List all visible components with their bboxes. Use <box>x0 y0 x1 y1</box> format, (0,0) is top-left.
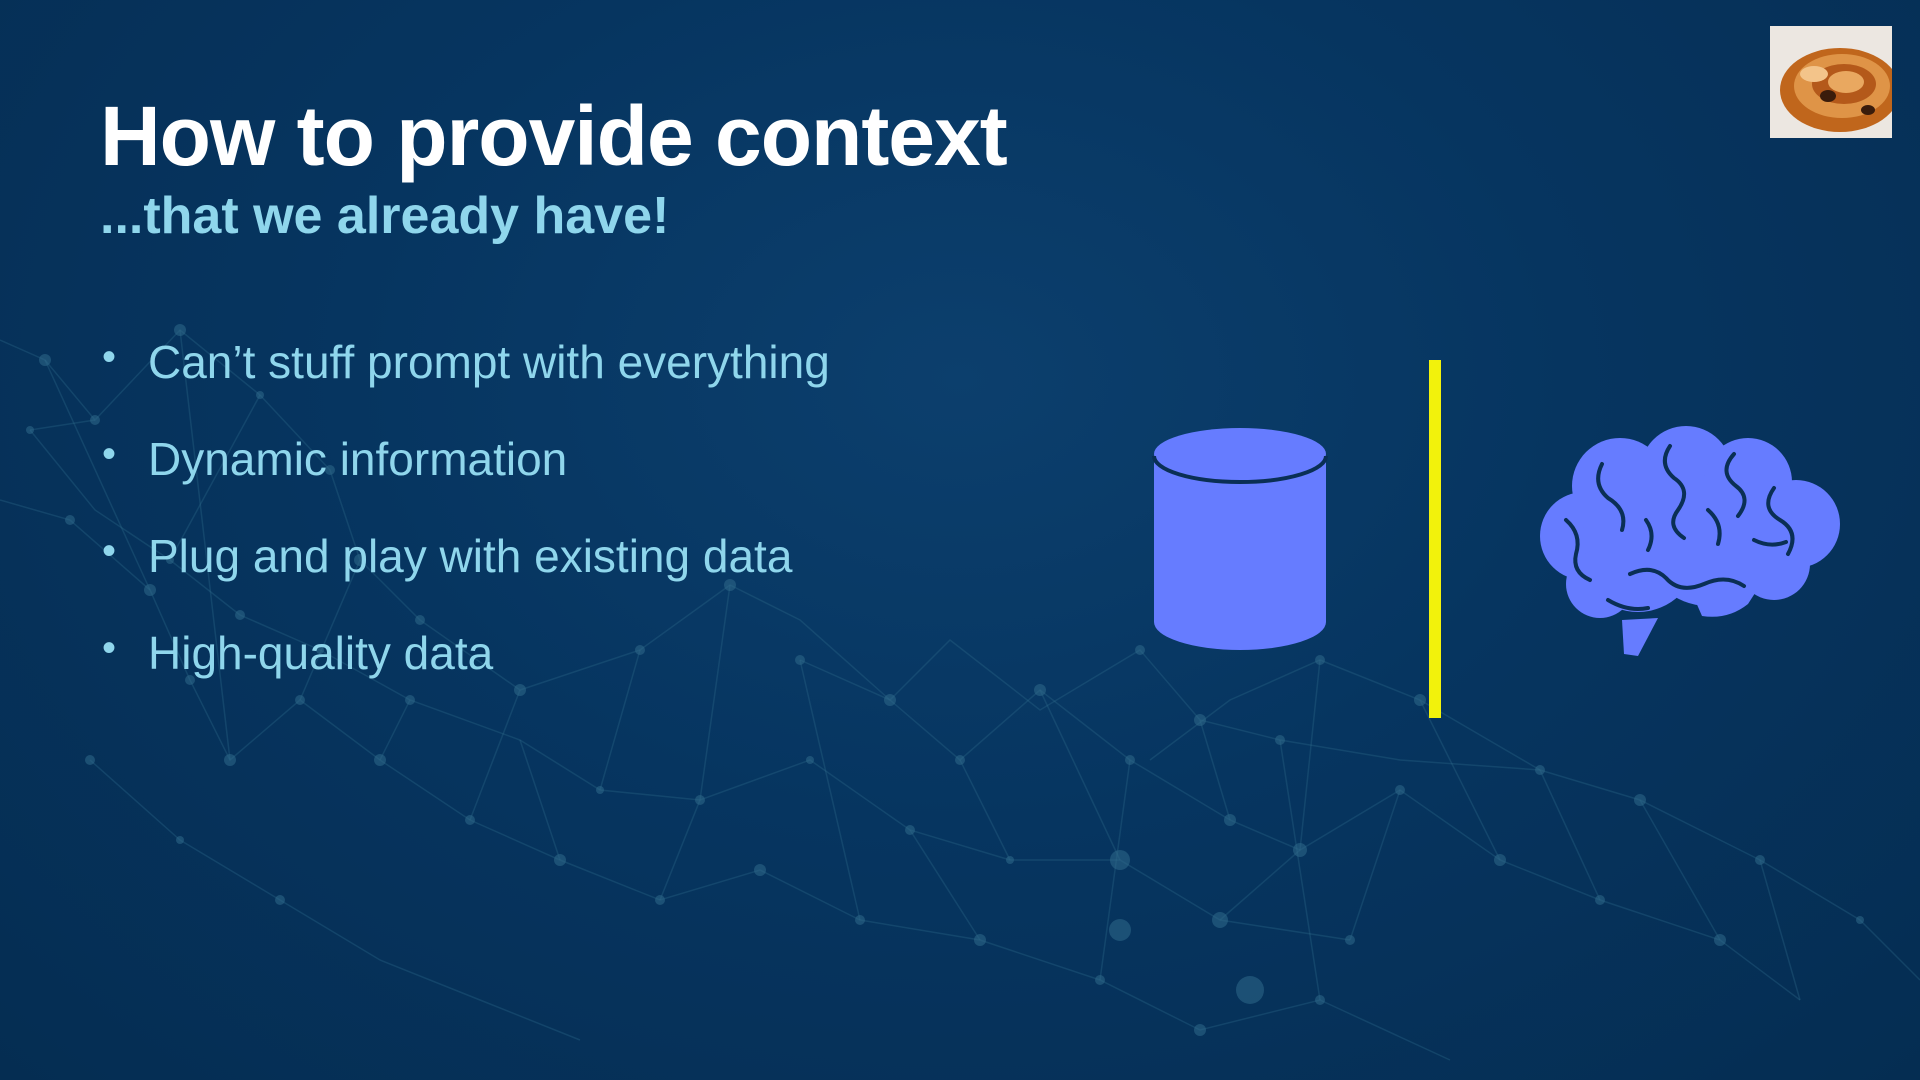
bullet-marker: • <box>102 529 117 573</box>
bullet-item: • Can’t stuff prompt with everything <box>100 335 830 432</box>
pastry-photo <box>1770 26 1892 138</box>
bullet-marker: • <box>102 626 117 670</box>
slide-subtitle: ...that we already have! <box>100 187 670 245</box>
bullet-text: High-quality data <box>148 627 494 679</box>
bullet-text: Can’t stuff prompt with everything <box>148 336 830 388</box>
bullet-text: Plug and play with existing data <box>148 530 793 582</box>
bullet-list: • Can’t stuff prompt with everything • D… <box>100 335 830 723</box>
bullet-marker: • <box>102 335 117 379</box>
bullet-marker: • <box>102 432 117 476</box>
bullet-item: • Plug and play with existing data <box>100 529 830 626</box>
bullet-text: Dynamic information <box>148 433 568 485</box>
vertical-divider <box>1429 360 1441 718</box>
slide-title: How to provide context <box>100 89 1008 183</box>
database-icon <box>1152 428 1328 650</box>
brain-icon <box>1540 426 1840 656</box>
bullet-item: • High-quality data <box>100 626 830 723</box>
bullet-item: • Dynamic information <box>100 432 830 529</box>
